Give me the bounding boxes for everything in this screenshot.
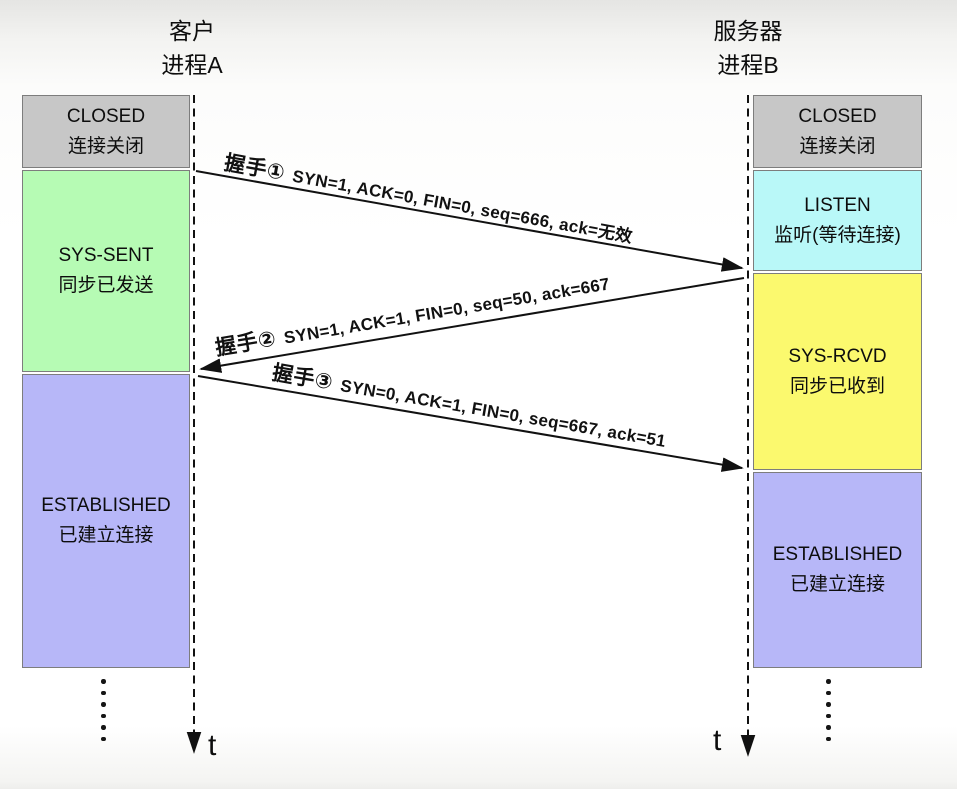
handshake-3-params: SYN=0, ACK=1, FIN=0, seq=667, ack=51: [338, 376, 668, 452]
client-state-established: ESTABLISHED 已建立连接: [22, 374, 190, 668]
client-time-axis-label: t: [208, 729, 217, 762]
state-desc: 已建立连接: [789, 574, 885, 595]
client-continuation-dots: [101, 679, 106, 741]
client-header: 客户 进程A: [102, 14, 282, 82]
server-state-established: ESTABLISHED 已建立连接: [753, 472, 922, 668]
state-name: CLOSED: [798, 105, 877, 127]
handshake-2-step: 握手②: [213, 327, 278, 361]
client-state-sys-sent: SYS-SENT 同步已发送: [22, 170, 190, 372]
state-name: SYS-RCVD: [788, 345, 887, 367]
handshake-2-params: SYN=1, ACK=1, FIN=0, seq=50, ack=667: [282, 274, 612, 348]
state-name: CLOSED: [66, 105, 146, 127]
state-name: SYS-SENT: [58, 245, 154, 266]
server-state-listen: LISTEN 监听(等待连接): [753, 170, 922, 271]
state-name: LISTEN: [804, 194, 871, 216]
state-desc: 连接关闭: [799, 135, 876, 157]
server-state-sys-rcvd: SYS-RCVD 同步已收到: [753, 273, 922, 470]
state-desc: 连接关闭: [67, 135, 144, 157]
state-name: ESTABLISHED: [41, 495, 171, 516]
state-desc: 监听(等待连接): [774, 224, 901, 246]
server-process-label: 进程B: [717, 52, 779, 78]
state-desc: 同步已发送: [58, 275, 154, 296]
server-header: 服务器 进程B: [658, 14, 838, 82]
server-state-closed: CLOSED 连接关闭: [753, 95, 922, 168]
server-title: 服务器: [713, 18, 783, 44]
state-name: ESTABLISHED: [772, 544, 903, 565]
client-title: 客户: [169, 18, 215, 44]
handshake-3-step: 握手③: [270, 361, 335, 395]
server-continuation-dots: [826, 679, 831, 741]
server-time-axis-label: t: [713, 724, 722, 757]
state-desc: 同步已收到: [789, 375, 885, 397]
state-desc: 已建立连接: [58, 525, 154, 546]
client-process-label: 进程A: [161, 52, 223, 78]
handshake-1-params: SYN=1, ACK=0, FIN=0, seq=666, ack=无效: [290, 166, 634, 247]
handshake-1-step: 握手①: [222, 151, 287, 185]
client-state-closed: CLOSED 连接关闭: [22, 95, 190, 168]
